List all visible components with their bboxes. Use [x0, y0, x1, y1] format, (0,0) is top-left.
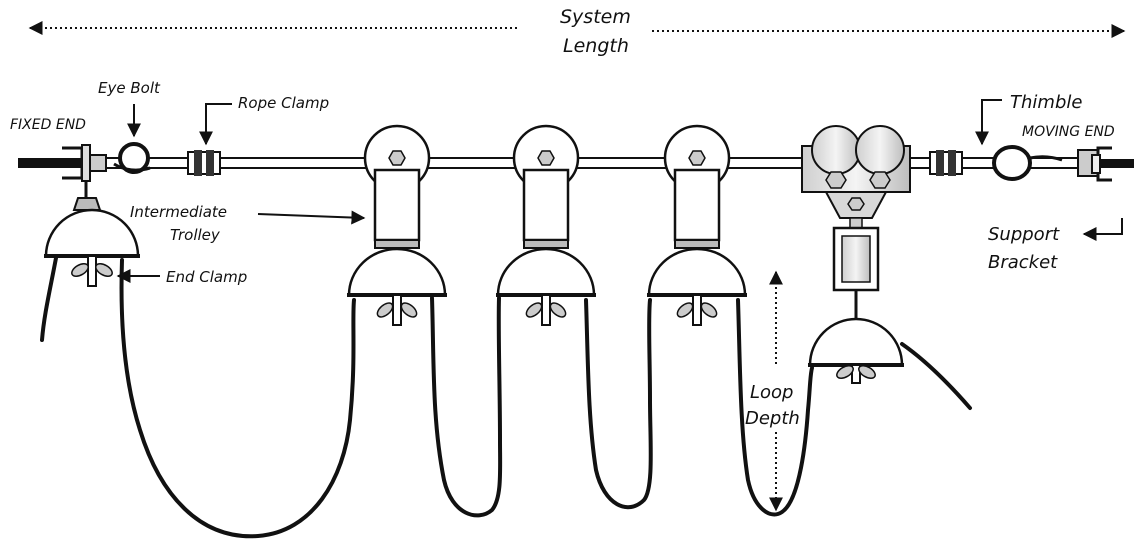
- support-bracket-icon: [1077, 146, 1112, 182]
- support-bracket-label-1: Support: [988, 224, 1060, 245]
- fixed-end-label: FIXED END: [10, 117, 86, 133]
- callout-arrows: [116, 99, 1123, 283]
- rope-clamp-label: Rope Clamp: [238, 94, 329, 112]
- loop-depth-label-1: Loop: [750, 382, 793, 403]
- trolley-2: [496, 124, 596, 326]
- trolley-icon: [347, 124, 447, 326]
- rope-clamp-right: [929, 150, 963, 176]
- moving-end-label: MOVING END: [1022, 124, 1115, 140]
- system-length-label-1: System: [560, 6, 631, 28]
- eye-bolt-label: Eye Bolt: [98, 79, 161, 97]
- trolley-3: [647, 124, 747, 326]
- rope-clamp-icon: [187, 150, 221, 176]
- end-clamp-icon: [44, 197, 140, 287]
- thimble-label: Thimble: [1010, 92, 1082, 113]
- system-length-dimension: [28, 21, 1126, 38]
- loop-depth-label-2: Depth: [745, 408, 800, 429]
- festoon-cable: [40, 256, 972, 539]
- support-bracket-label-2: Bracket: [988, 252, 1058, 273]
- end-clamp-label: End Clamp: [166, 268, 247, 286]
- intermediate-trolley-label-2: Trolley: [170, 226, 221, 244]
- system-length-label-2: Length: [563, 35, 629, 57]
- thimble-icon: [992, 145, 1063, 181]
- intermediate-trolley-label-1: Intermediate: [130, 203, 227, 221]
- fixed-end-bracket: [62, 144, 107, 198]
- eye-bolt-icon: [113, 142, 151, 174]
- tow-trolley: [801, 125, 911, 384]
